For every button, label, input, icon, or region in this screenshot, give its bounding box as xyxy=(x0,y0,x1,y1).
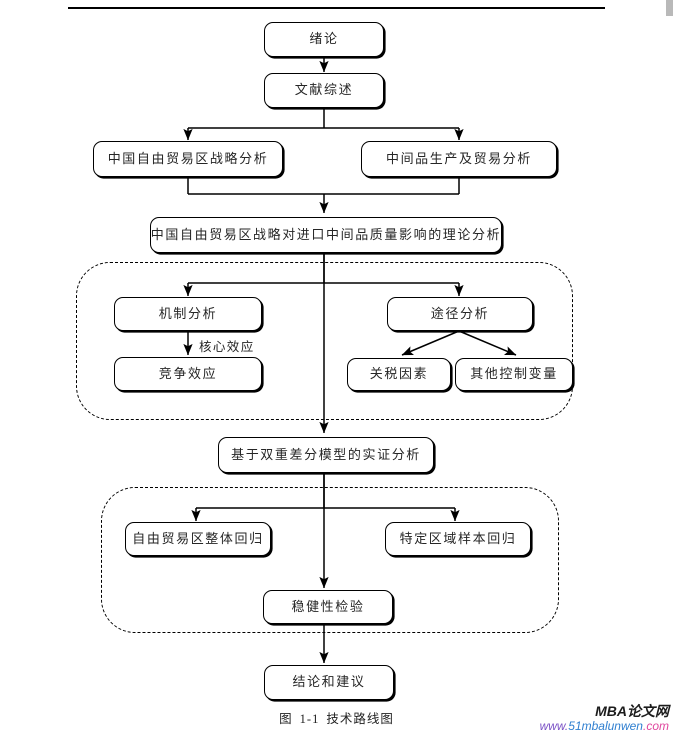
node-tariff-factor[interactable]: 关税因素 xyxy=(347,358,451,391)
node-theoretical-analysis-label: 中国自由贸易区战略对进口中间品质量影响的理论分析 xyxy=(150,226,502,242)
node-fta-strategy-analysis[interactable]: 中国自由贸易区战略分析 xyxy=(93,141,283,177)
node-fta-strategy-analysis-label: 中国自由贸易区战略分析 xyxy=(107,150,269,166)
node-pathway-analysis[interactable]: 途径分析 xyxy=(387,297,533,331)
node-intermediate-goods-analysis-label: 中间品生产及贸易分析 xyxy=(385,150,532,166)
node-pathway-analysis-label: 途径分析 xyxy=(430,305,490,321)
watermark-url-domain: 51mbalunwen xyxy=(568,718,643,733)
figure-caption: 图 1-1 技术路线图 xyxy=(0,708,673,727)
caption-title: 技术路线图 xyxy=(326,712,394,726)
scrollbar-nub[interactable] xyxy=(666,0,673,16)
page-header-rule xyxy=(68,7,605,9)
node-literature-review-label: 文献综述 xyxy=(294,82,354,98)
node-competition-effect-label: 竞争效应 xyxy=(158,365,218,381)
node-mechanism-analysis-label: 机制分析 xyxy=(158,305,218,321)
node-conclusion-suggestions[interactable]: 结论和建议 xyxy=(264,665,394,700)
node-robustness-test-label: 稳健性检验 xyxy=(291,598,365,614)
watermark-site-name: MBA论文网 xyxy=(595,703,669,719)
caption-prefix: 图 xyxy=(279,712,293,726)
node-did-empirical-analysis[interactable]: 基于双重差分模型的实证分析 xyxy=(218,437,434,473)
watermark-url-tld: .com xyxy=(642,718,669,733)
watermark: MBA论文网 www.51mbalunwen.com xyxy=(540,704,669,732)
node-tariff-factor-label: 关税因素 xyxy=(369,366,429,382)
node-regional-sample-regression[interactable]: 特定区域样本回归 xyxy=(385,522,531,556)
watermark-url-scheme: www. xyxy=(539,718,569,733)
empirical-analysis-group xyxy=(101,487,559,633)
node-conclusion-suggestions-label: 结论和建议 xyxy=(292,674,366,690)
node-regional-sample-regression-label: 特定区域样本回归 xyxy=(399,530,517,546)
node-literature-review[interactable]: 文献综述 xyxy=(264,73,384,108)
node-theoretical-analysis[interactable]: 中国自由贸易区战略对进口中间品质量影响的理论分析 xyxy=(150,217,502,253)
node-other-control-variables-label: 其他控制变量 xyxy=(470,366,558,382)
node-other-control-variables[interactable]: 其他控制变量 xyxy=(455,358,573,391)
watermark-url: www.51mbalunwen.com xyxy=(539,718,669,733)
theory-analysis-group xyxy=(76,262,573,420)
node-competition-effect[interactable]: 竞争效应 xyxy=(114,357,262,391)
node-mechanism-analysis[interactable]: 机制分析 xyxy=(114,297,262,331)
node-intro[interactable]: 绪论 xyxy=(264,22,384,57)
node-intermediate-goods-analysis[interactable]: 中间品生产及贸易分析 xyxy=(361,141,557,177)
node-did-empirical-analysis-label: 基于双重差分模型的实证分析 xyxy=(231,446,421,462)
edge-label-core-effect: 核心效应 xyxy=(199,340,255,354)
node-overall-fta-regression[interactable]: 自由贸易区整体回归 xyxy=(125,522,271,556)
node-intro-label: 绪论 xyxy=(309,31,339,47)
node-overall-fta-regression-label: 自由贸易区整体回归 xyxy=(132,530,264,546)
caption-number: 1-1 xyxy=(299,712,320,726)
node-robustness-test[interactable]: 稳健性检验 xyxy=(263,590,393,624)
